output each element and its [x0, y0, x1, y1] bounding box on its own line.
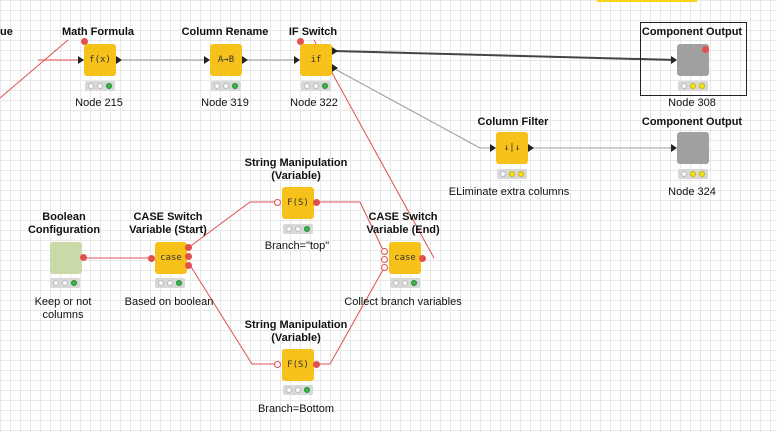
node-status — [678, 169, 708, 179]
case-switch-start-node[interactable]: case — [155, 242, 187, 274]
variable-port[interactable] — [297, 38, 304, 45]
variable-port[interactable] — [274, 361, 281, 368]
variable-wire — [317, 201, 385, 253]
node-label[interactable]: Node 319 — [201, 97, 249, 109]
if-switch-icon: if — [310, 55, 322, 65]
node-title: CASE Switch — [368, 211, 438, 223]
node-title: (Variable) — [271, 170, 321, 182]
node-label[interactable]: Branch=Bottom — [257, 403, 335, 415]
string-manipulation-icon: F(S) — [287, 360, 309, 370]
string-manipulation-node[interactable]: F(S) — [282, 187, 314, 219]
node-title: Variable (End) — [366, 224, 440, 236]
input-port[interactable] — [78, 56, 84, 64]
node-label[interactable]: Branch="top" — [264, 240, 330, 252]
node-label[interactable]: Node 324 — [668, 186, 716, 198]
node-title: Configuration — [27, 224, 101, 236]
boolean-configuration-node[interactable] — [50, 242, 82, 274]
node-label[interactable]: columns — [42, 309, 84, 321]
node-label[interactable]: Node 308 — [668, 97, 716, 109]
math-formula-icon: f(x) — [89, 55, 111, 65]
variable-port[interactable] — [81, 38, 88, 45]
string-manipulation-node[interactable]: F(S) — [282, 349, 314, 381]
case-switch-end-node[interactable]: case — [389, 242, 421, 274]
node-title: Component Output — [641, 26, 743, 38]
column-filter-node[interactable]: ↓|↓ — [496, 132, 528, 164]
selection-indicator — [597, 0, 697, 2]
data-wire — [332, 50, 677, 61]
if-switch-node[interactable]: if — [300, 44, 332, 76]
variable-port[interactable] — [148, 255, 155, 262]
math-formula-node[interactable]: f(x) — [84, 44, 116, 76]
node-title: CASE Switch — [133, 211, 203, 223]
variable-port[interactable] — [80, 254, 87, 261]
node-label[interactable]: ELiminate extra columns — [448, 186, 570, 198]
variable-port[interactable] — [185, 244, 192, 251]
string-manipulation-icon: F(S) — [287, 198, 309, 208]
data-wire — [332, 67, 490, 149]
output-port[interactable] — [116, 56, 122, 64]
node-status — [390, 278, 420, 288]
node-title: Column Rename — [181, 26, 269, 38]
output-port-top[interactable] — [332, 47, 338, 55]
node-status — [211, 81, 241, 91]
node-title: IF Switch — [288, 26, 338, 38]
node-label[interactable]: Collect branch variables — [344, 296, 462, 308]
node-title: Component Output — [641, 116, 743, 128]
node-selection-box — [640, 22, 747, 96]
partial-node-title: ue — [0, 26, 13, 38]
case-switch-icon: case — [160, 253, 182, 263]
node-title: Variable (Start) — [129, 224, 207, 236]
input-port[interactable] — [294, 56, 300, 64]
node-title: (Variable) — [271, 332, 321, 344]
variable-port[interactable] — [313, 199, 320, 206]
column-rename-icon: A→B — [217, 55, 235, 65]
variable-wire — [187, 201, 276, 249]
variable-wire — [187, 261, 276, 365]
node-status — [678, 81, 708, 91]
input-port[interactable] — [671, 56, 677, 64]
output-port[interactable] — [242, 56, 248, 64]
output-port-bottom[interactable] — [332, 64, 338, 72]
column-filter-icon: ↓|↓ — [503, 143, 521, 153]
variable-port[interactable] — [381, 264, 388, 271]
variable-port[interactable] — [381, 248, 388, 255]
input-port[interactable] — [204, 56, 210, 64]
variable-port[interactable] — [381, 256, 388, 263]
node-status — [283, 385, 313, 395]
component-output-node[interactable] — [677, 132, 709, 164]
node-label[interactable]: Node 322 — [290, 97, 338, 109]
variable-port[interactable] — [185, 262, 192, 269]
case-switch-icon: case — [394, 253, 416, 263]
variable-wire — [317, 267, 385, 365]
node-title: Boolean — [42, 211, 86, 223]
input-port[interactable] — [490, 144, 496, 152]
node-label[interactable]: Node 215 — [75, 97, 123, 109]
node-title: Column Filter — [477, 116, 549, 128]
variable-port[interactable] — [313, 361, 320, 368]
node-status — [497, 169, 527, 179]
variable-wire — [313, 39, 435, 259]
node-title: Math Formula — [61, 26, 135, 38]
node-status — [301, 81, 331, 91]
variable-port[interactable] — [419, 255, 426, 262]
node-title: String Manipulation — [244, 319, 348, 331]
variable-port[interactable] — [702, 46, 709, 53]
variable-wire — [0, 39, 69, 99]
node-title: String Manipulation — [244, 157, 348, 169]
variable-port[interactable] — [185, 253, 192, 260]
node-label[interactable]: Based on boolean — [124, 296, 214, 308]
output-port[interactable] — [528, 144, 534, 152]
node-status — [155, 278, 185, 288]
column-rename-node[interactable]: A→B — [210, 44, 242, 76]
variable-port[interactable] — [274, 199, 281, 206]
node-status — [283, 224, 313, 234]
node-label[interactable]: Keep or not — [34, 296, 92, 308]
node-status — [85, 81, 115, 91]
input-port[interactable] — [671, 144, 677, 152]
node-status — [50, 278, 80, 288]
